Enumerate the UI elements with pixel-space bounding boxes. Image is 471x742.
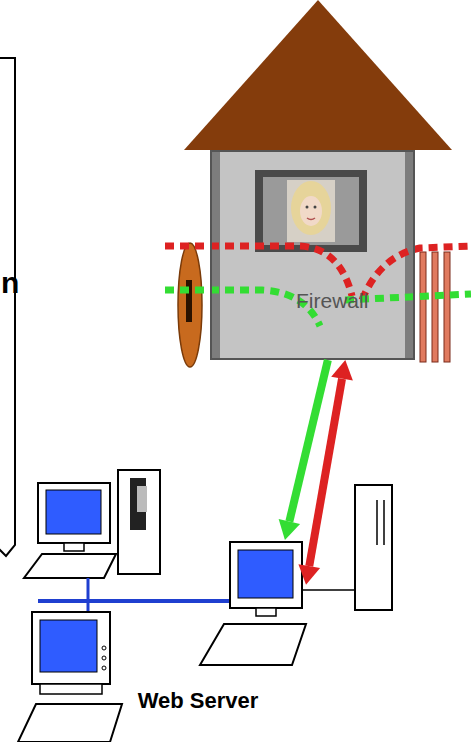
network-bus — [38, 599, 232, 603]
house-wall — [210, 150, 415, 360]
window-bar — [432, 252, 438, 362]
monitor-button — [102, 666, 106, 670]
blocked-traffic-arrow — [309, 379, 342, 566]
tower-drive — [376, 500, 378, 545]
door — [178, 243, 202, 367]
network-drop — [87, 578, 90, 601]
tower-panel — [130, 478, 146, 530]
tower-drive — [383, 500, 385, 545]
monitor-button — [102, 656, 106, 660]
keyboard — [200, 624, 306, 665]
house-roof — [184, 0, 452, 150]
keyboard — [24, 554, 116, 578]
callout-box — [0, 58, 15, 556]
monitor-button — [102, 646, 106, 650]
keyboard — [18, 704, 122, 742]
cable — [302, 589, 355, 591]
window-bar — [444, 252, 450, 362]
monitor — [32, 612, 110, 684]
firewall-house: Firewall — [210, 150, 415, 360]
callout-text: n — [1, 266, 19, 299]
monitor-screen — [40, 620, 97, 672]
allowed-traffic-arrow — [289, 360, 328, 522]
picture-mat — [263, 177, 359, 245]
node-label: Firewall — [296, 289, 368, 312]
web-server-computer: Web Server — [228, 540, 306, 668]
monitor-screen — [238, 550, 293, 598]
photo-face — [300, 196, 322, 226]
photo-eye — [314, 206, 317, 209]
tower-drive — [137, 486, 147, 512]
monitor-stand — [64, 543, 84, 551]
monitor-base — [40, 684, 102, 694]
picture-frame — [255, 170, 367, 252]
window-bar — [420, 252, 426, 362]
computer-tower — [118, 470, 160, 574]
monitor — [230, 542, 302, 608]
door-handle — [186, 280, 192, 322]
monitor — [38, 483, 110, 543]
server-tower — [355, 485, 392, 610]
network-drop — [87, 601, 90, 612]
node-label: Web Server — [128, 689, 268, 713]
monitor-screen — [46, 490, 101, 534]
photo-eye — [306, 206, 309, 209]
monitor-stand — [256, 608, 276, 616]
photo — [287, 180, 335, 242]
photo-hair — [291, 181, 331, 235]
photo-mouth — [307, 218, 315, 220]
